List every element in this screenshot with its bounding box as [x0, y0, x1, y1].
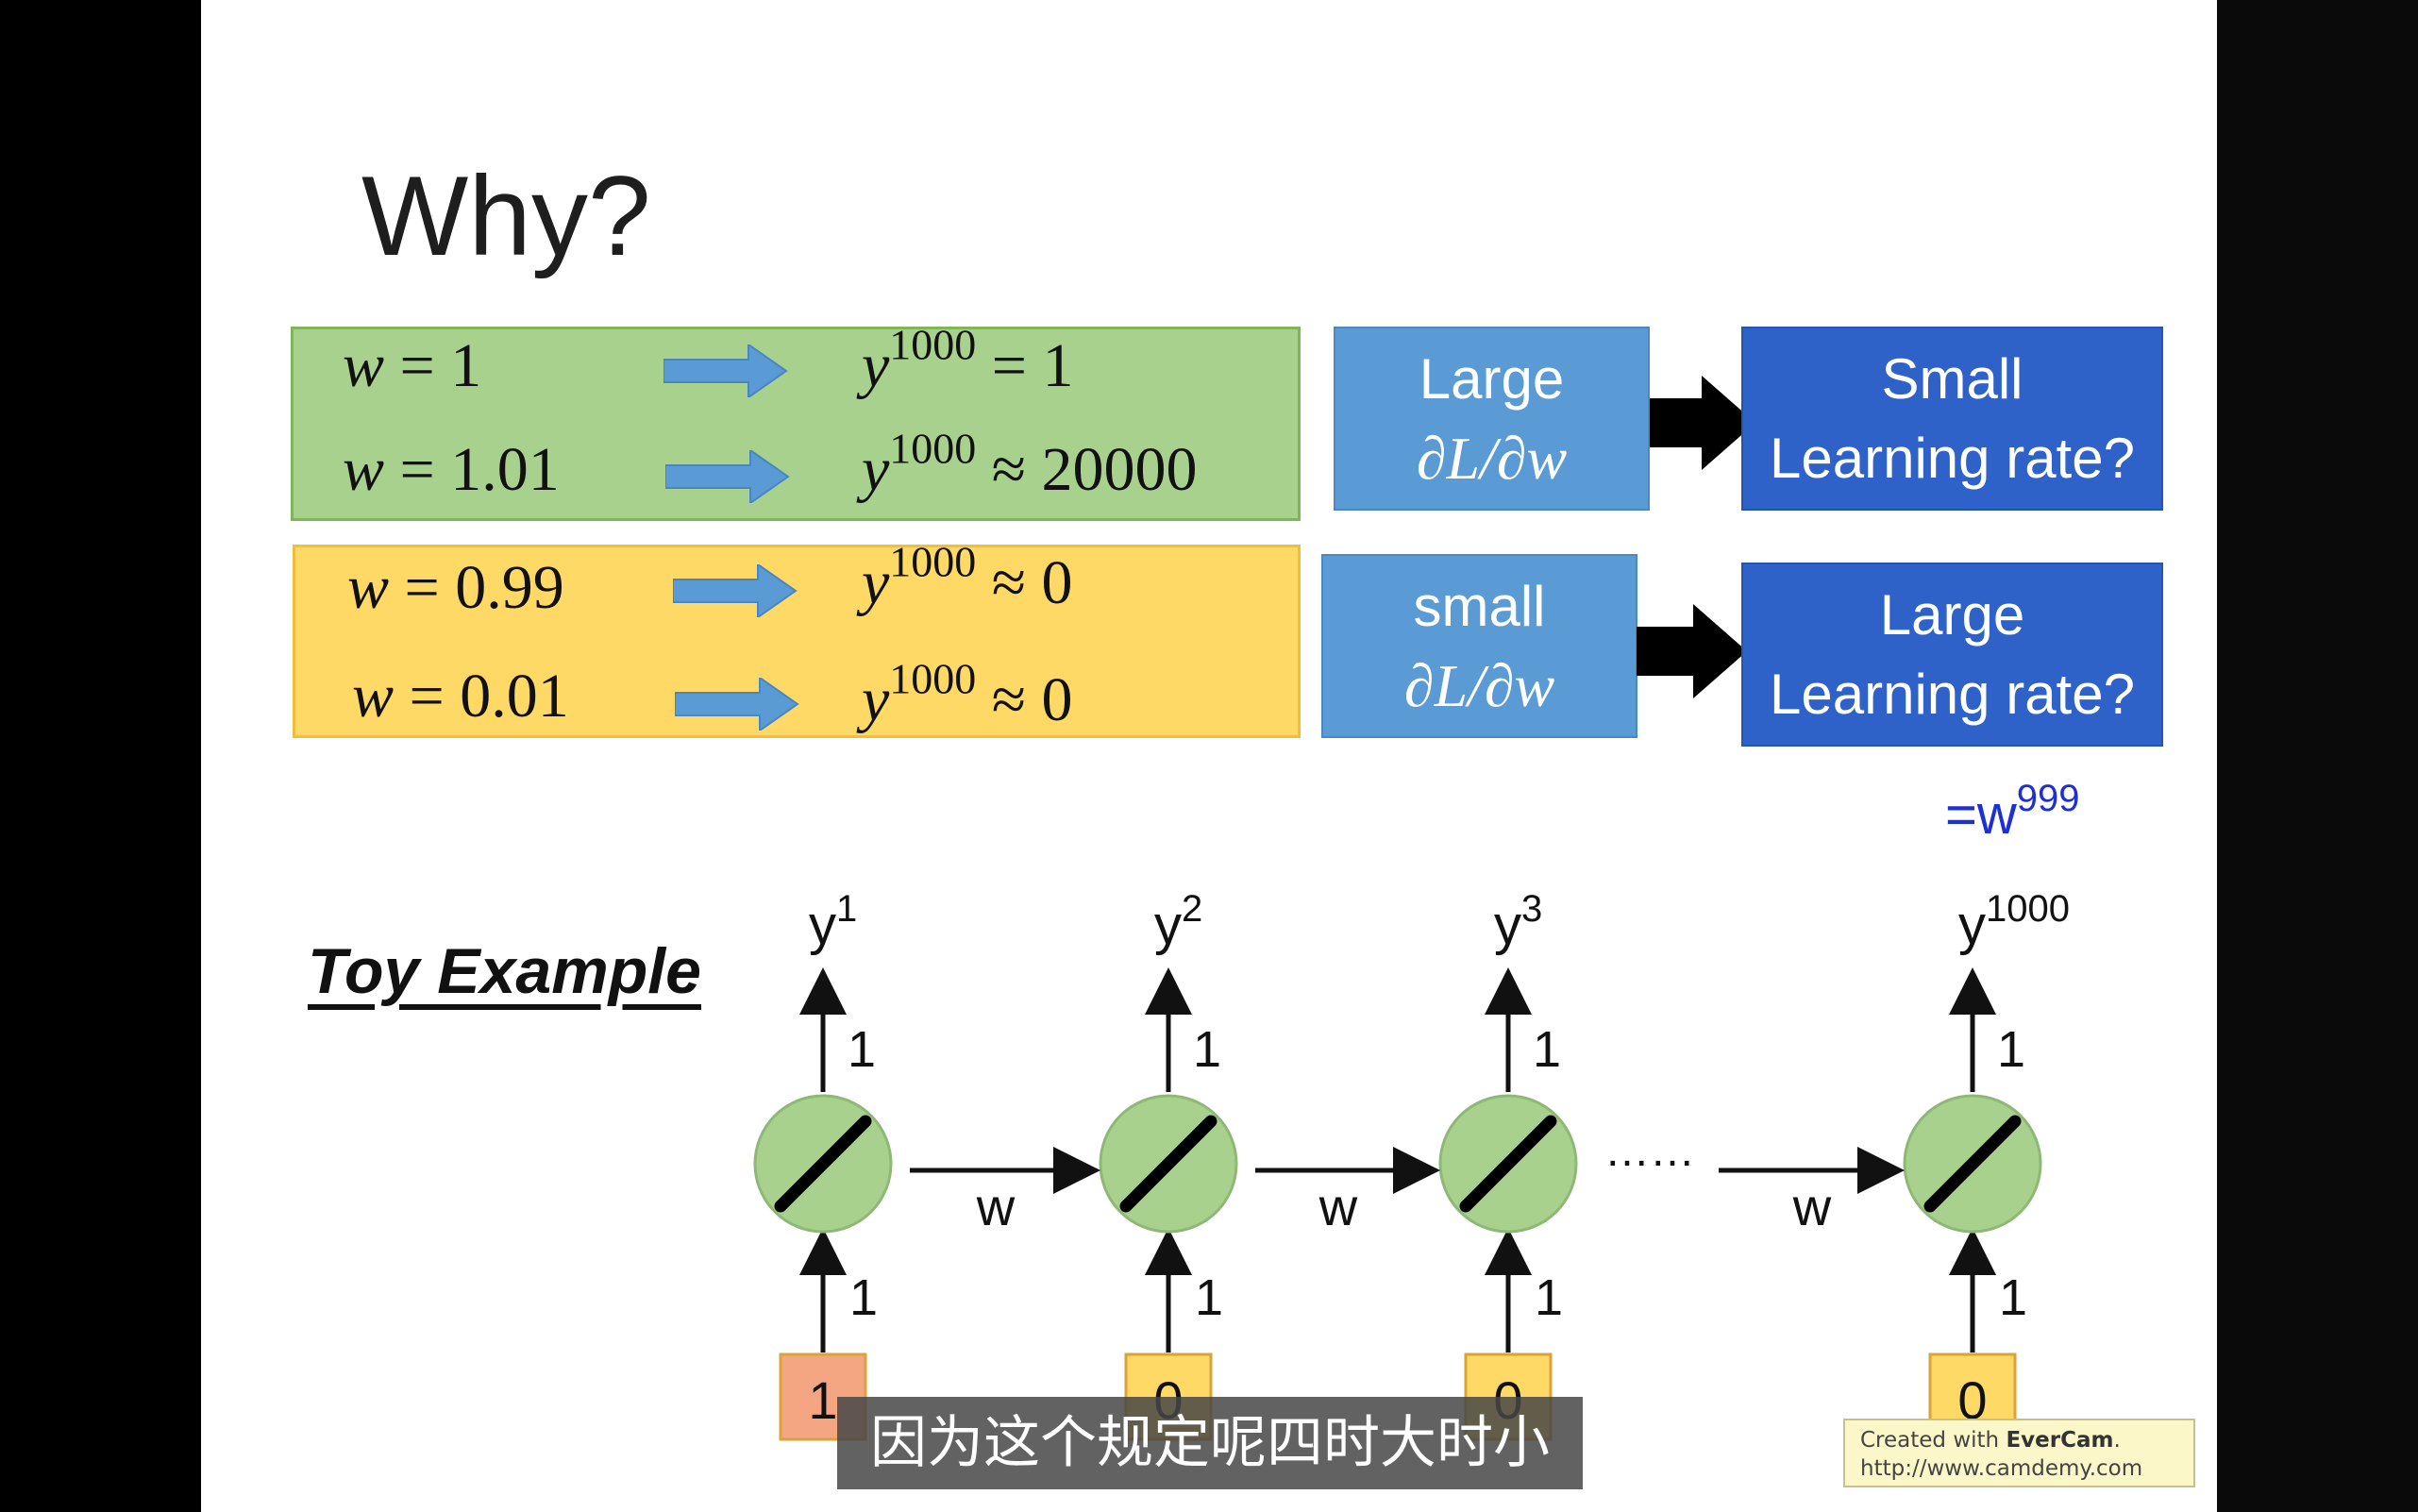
green-row-2-rhs: y1000 ≈ 20000 — [862, 424, 1198, 504]
small-gradient-box: small ∂L/∂w — [1321, 554, 1637, 738]
green-row-1-rhs: y1000 = 1 — [862, 320, 1074, 400]
arrow-right-icon — [663, 344, 788, 397]
gradient-expression: ∂L/∂w — [1403, 651, 1555, 719]
yellow-row-2-rhs: y1000 ≈ 0 — [862, 654, 1073, 734]
recurrent-weight-label: w — [1318, 1177, 1358, 1236]
slide-title: Why? — [361, 153, 651, 279]
large-gradient-box: Large ∂L/∂w — [1334, 327, 1650, 511]
arrow-right-icon — [1637, 604, 1747, 698]
slide: Why? w = 1 y1000 = 1 w = 1.01 y1000 ≈ 20… — [201, 0, 2217, 1512]
yellow-row-2-lhs: w = 0.01 — [352, 662, 569, 731]
large-gradient-label: Large — [1419, 346, 1565, 411]
right-letterbox — [2217, 0, 2418, 1512]
green-row-2-lhs: w = 1.01 — [343, 435, 560, 504]
input-value: 1 — [808, 1370, 837, 1430]
ellipsis: …… — [1604, 1126, 1695, 1176]
output-weight-label: 1 — [848, 1021, 876, 1078]
recurrent-weight-label: w — [976, 1177, 1016, 1236]
recurrent-weight-label: w — [1792, 1177, 1832, 1236]
evercam-watermark: Created with EverCam. http://www.camdemy… — [1843, 1419, 2195, 1487]
learning-rate-label: Learning rate? — [1770, 426, 2135, 490]
arrow-right-icon — [673, 564, 798, 617]
yellow-row-1-rhs: y1000 ≈ 0 — [862, 537, 1073, 617]
input-weight-label: 1 — [1999, 1269, 2027, 1326]
output-weight-label: 1 — [1997, 1021, 2025, 1078]
large-learning-rate-box: Large Learning rate? — [1741, 563, 2163, 747]
yellow-row-1-lhs: w = 0.99 — [347, 553, 564, 622]
output-label: y2 — [1154, 888, 1202, 956]
linear-activation-icon — [1923, 1115, 2022, 1213]
input-weight-label: 1 — [1535, 1269, 1563, 1326]
small-lr-label: Small — [1881, 346, 2023, 411]
arrow-right-icon — [665, 450, 790, 503]
learning-rate-label: Learning rate? — [1770, 662, 2135, 726]
output-label: y3 — [1494, 888, 1542, 956]
w-power-note: =w999 — [1945, 778, 2080, 846]
input-weight-label: 1 — [849, 1269, 878, 1326]
output-label: y1 — [809, 888, 857, 956]
small-learning-rate-box: Small Learning rate? — [1741, 327, 2163, 511]
large-lr-label: Large — [1879, 582, 2025, 647]
small-gradient-label: small — [1413, 574, 1546, 638]
green-row-1-lhs: w = 1 — [343, 331, 482, 400]
input-weight-label: 1 — [1195, 1269, 1223, 1326]
arrow-right-icon — [1650, 376, 1755, 470]
output-weight-label: 1 — [1533, 1021, 1561, 1078]
linear-activation-icon — [1119, 1115, 1217, 1213]
gradient-expression: ∂L/∂w — [1416, 424, 1568, 492]
output-weight-label: 1 — [1193, 1021, 1221, 1078]
linear-activation-icon — [1459, 1115, 1557, 1213]
video-subtitle: 因为这个规定呢四时大时小 — [837, 1397, 1583, 1489]
green-condition-box — [291, 327, 1301, 521]
rnn-diagram: 111y1011y2011y3011y1000www…… — [753, 888, 2070, 1441]
arrow-right-icon — [675, 678, 799, 731]
linear-activation-icon — [774, 1115, 872, 1213]
output-label: y1000 — [1958, 888, 2070, 956]
toy-example-heading: Toy Example — [308, 935, 701, 1007]
